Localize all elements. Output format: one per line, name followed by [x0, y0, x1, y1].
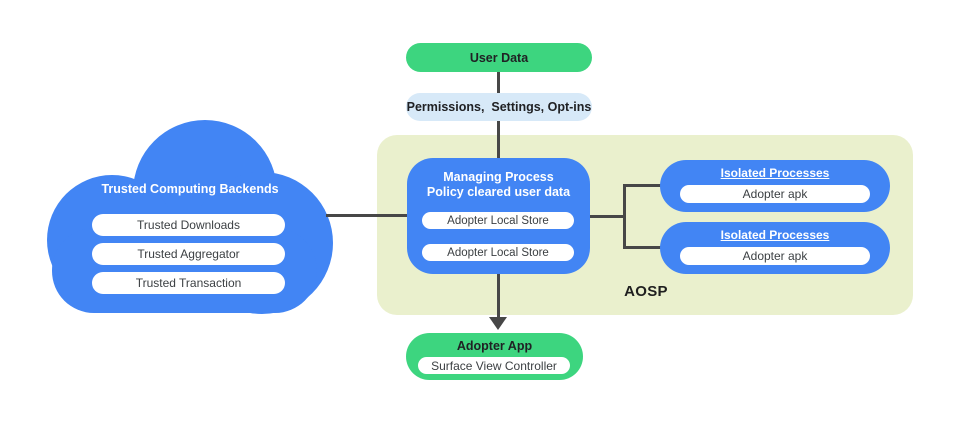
connector-permissions-managing	[497, 120, 500, 161]
isolated-processes-box-1: Isolated Processes Adopter apk	[660, 160, 890, 212]
adopter-local-store-label-2: Adopter Local Store	[447, 246, 549, 259]
isolated-processes-title-2: Isolated Processes	[720, 228, 830, 242]
permissions-settings-optins-node: Permissions, Settings, Opt-ins	[406, 93, 592, 121]
user-data-label: User Data	[469, 50, 529, 65]
adopter-local-store-pill-2: Adopter Local Store	[422, 244, 574, 261]
connector-userdata-permissions	[497, 71, 500, 94]
adopter-local-store-label-1: Adopter Local Store	[447, 214, 549, 227]
adopter-local-store-pill-1: Adopter Local Store	[422, 212, 574, 229]
managing-process-title-line1: Managing Process	[443, 170, 554, 184]
trusted-transaction-label: Trusted Transaction	[135, 276, 242, 290]
trusted-aggregator-label: Trusted Aggregator	[137, 247, 240, 261]
user-data-node: User Data	[406, 43, 592, 72]
isolated-processes-title-1: Isolated Processes	[720, 166, 830, 180]
managing-process-box: Managing Process Policy cleared user dat…	[407, 158, 590, 274]
connector-branch-bottom	[623, 246, 663, 249]
connector-managing-branch	[588, 215, 626, 218]
adopter-app-title: Adopter App	[456, 339, 533, 353]
surface-view-controller-pill: Surface View Controller	[418, 357, 570, 374]
arrow-down-icon	[489, 317, 507, 330]
trusted-downloads-label: Trusted Downloads	[137, 218, 240, 232]
cloud-item-trusted-aggregator: Trusted Aggregator	[92, 243, 285, 265]
cloud-item-trusted-transaction: Trusted Transaction	[92, 272, 285, 294]
surface-view-controller-label: Surface View Controller	[431, 358, 557, 373]
adopter-apk-label-2: Adopter apk	[742, 249, 808, 263]
cloud-item-trusted-downloads: Trusted Downloads	[92, 214, 285, 236]
adopter-apk-pill-1: Adopter apk	[680, 185, 870, 203]
aosp-label: AOSP	[624, 283, 668, 300]
connector-managing-adopterapp	[497, 273, 500, 318]
connector-branch-top	[623, 184, 663, 187]
adopter-apk-label-1: Adopter apk	[742, 187, 808, 201]
adopter-app-box: Adopter App Surface View Controller	[406, 333, 583, 380]
connector-cloud-managing	[326, 214, 410, 217]
managing-process-title: Managing Process Policy cleared user dat…	[407, 170, 590, 200]
connector-branch-vertical	[623, 184, 626, 249]
isolated-processes-box-2: Isolated Processes Adopter apk	[660, 222, 890, 274]
adopter-apk-pill-2: Adopter apk	[680, 247, 870, 265]
permissions-label: Permissions, Settings, Opt-ins	[406, 100, 592, 114]
cloud-title: Trusted Computing Backends	[101, 182, 279, 196]
managing-process-title-line2: Policy cleared user data	[426, 185, 571, 199]
